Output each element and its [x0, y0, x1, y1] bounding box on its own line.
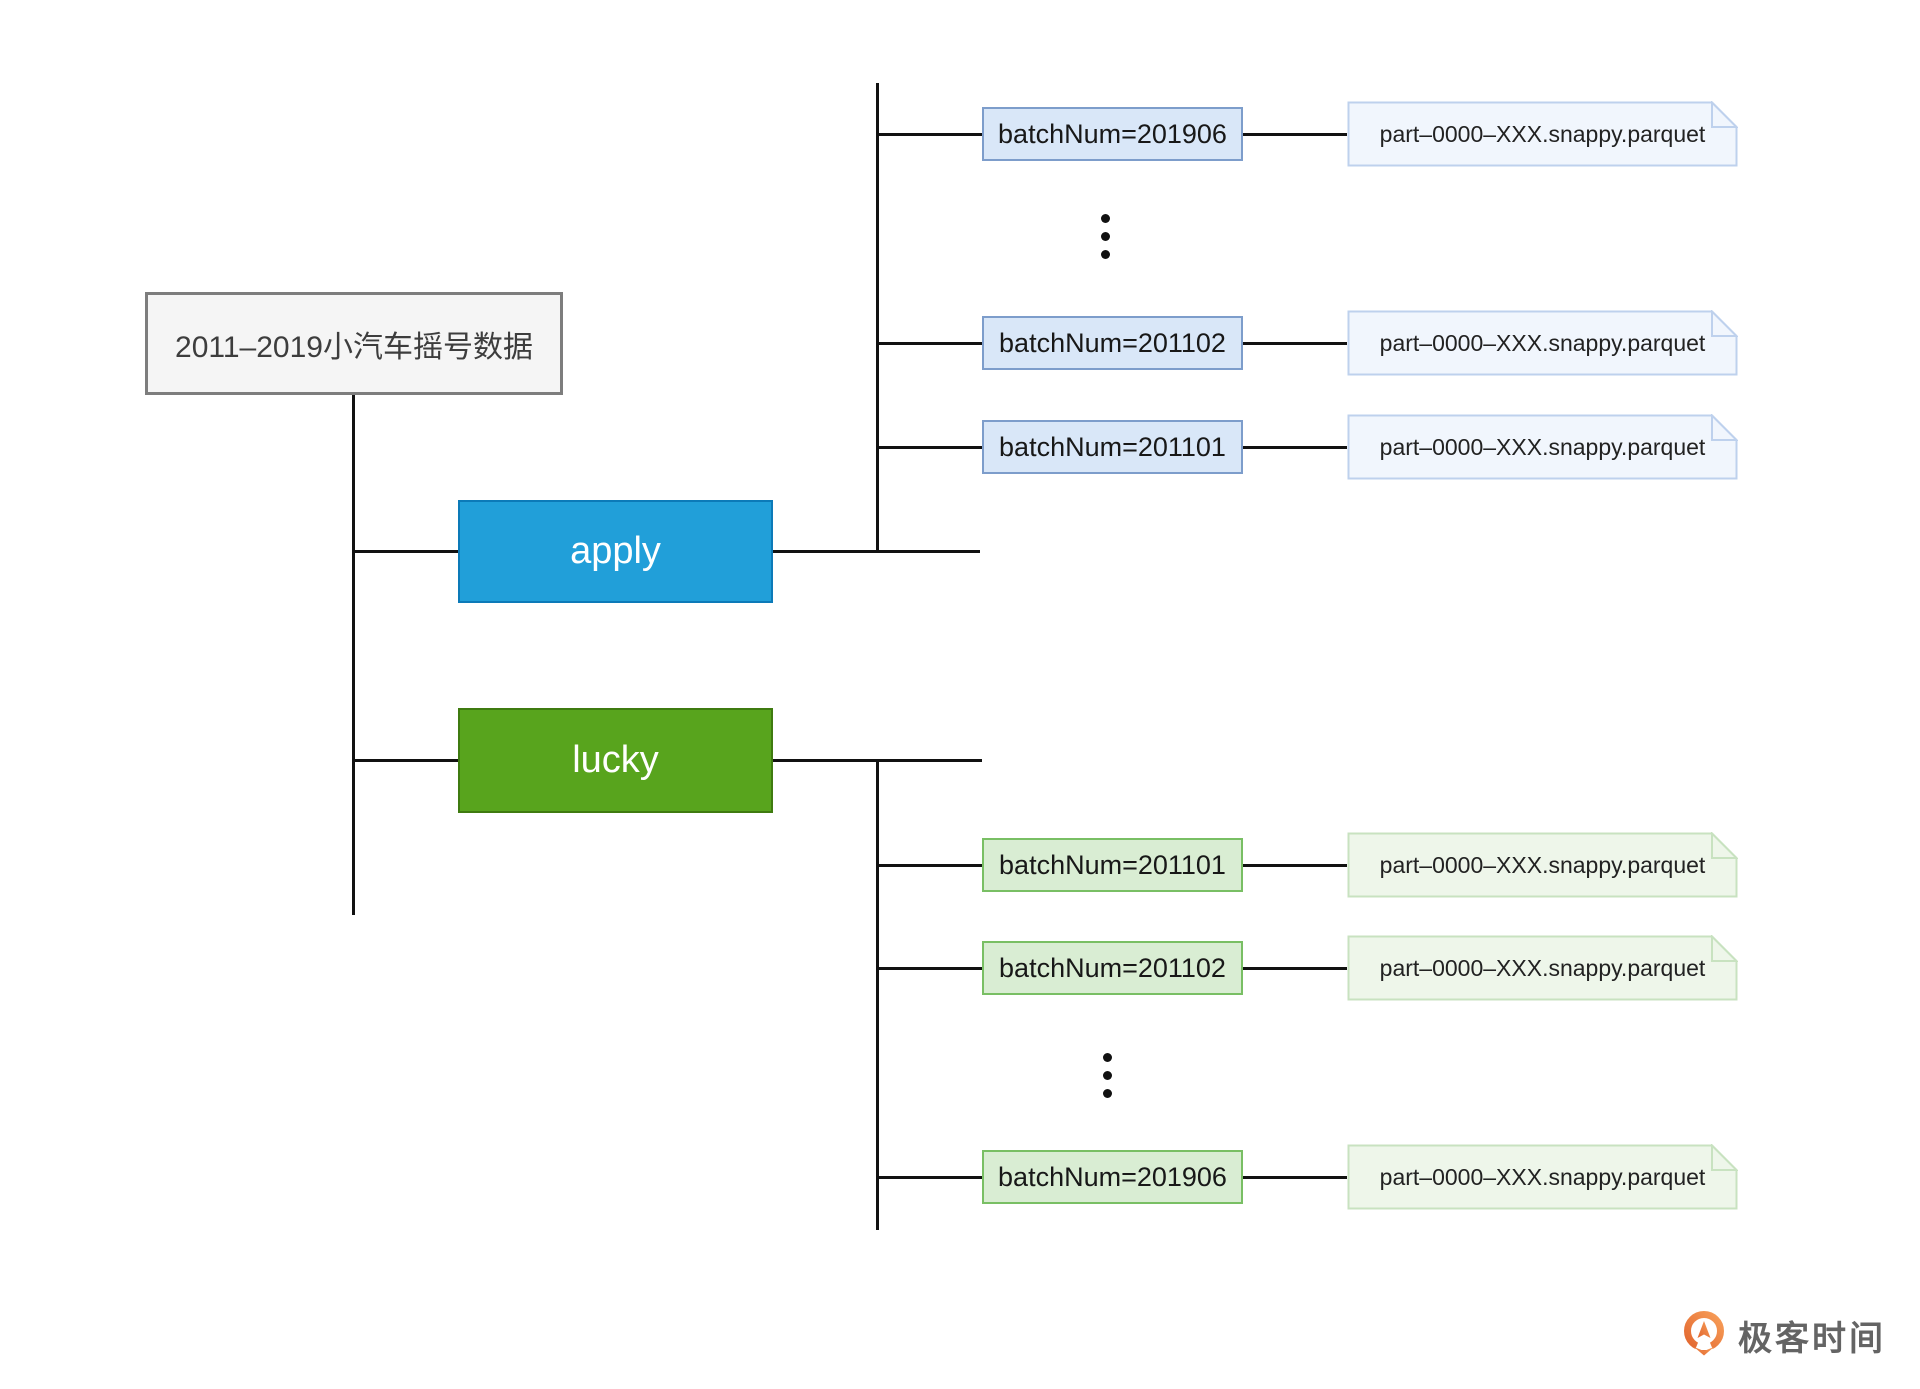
geektime-brand: 极客时间: [1680, 1310, 1886, 1360]
apply-parquet-file-label: part–0000–XXX.snappy.parquet: [1379, 120, 1706, 147]
apply-batch-label: batchNum=201102: [999, 327, 1226, 358]
document-shape-icon: [1347, 935, 1738, 1001]
apply-batch-label: batchNum=201101: [999, 431, 1226, 462]
root-node-label: 2011–2019小汽车摇号数据: [175, 330, 533, 364]
apply-parquet-file-node: part–0000–XXX.snappy.parquet: [1347, 101, 1738, 167]
document-shape-icon: [1347, 310, 1738, 376]
apply-row0-file-connector: [1243, 133, 1347, 136]
dot-icon: [1101, 232, 1110, 241]
root-to-lucky-line: [353, 759, 459, 762]
lucky-row1-file-connector: [1242, 967, 1347, 970]
apply-batch-node: batchNum=201101: [982, 420, 1243, 474]
lucky-omitted-rows-ellipsis: [1103, 1053, 1112, 1098]
lucky-batch-label: batchNum=201101: [999, 849, 1226, 880]
document-shape-icon: [1347, 1144, 1738, 1210]
lucky-parquet-file-label: part–0000–XXX.snappy.parquet: [1379, 851, 1706, 878]
dot-icon: [1103, 1071, 1112, 1080]
apply-row2-connector: [879, 446, 982, 449]
apply-batch-node: batchNum=201102: [982, 316, 1243, 370]
branch-lucky-node: lucky: [458, 708, 773, 813]
document-shape-icon: [1347, 414, 1738, 480]
dot-icon: [1101, 214, 1110, 223]
apply-parquet-file-label: part–0000–XXX.snappy.parquet: [1379, 329, 1706, 356]
lucky-batch-node: batchNum=201906: [982, 1150, 1243, 1204]
branch-apply-label: apply: [570, 530, 661, 572]
lucky-row1-connector: [879, 967, 982, 970]
geektime-logo-icon: [1684, 1311, 1724, 1356]
lucky-parquet-file-node: part–0000–XXX.snappy.parquet: [1347, 935, 1738, 1001]
root-trunk-line: [352, 395, 355, 915]
apply-batch-node: batchNum=201906: [982, 107, 1243, 161]
dot-icon: [1103, 1089, 1112, 1098]
lucky-batch-label: batchNum=201102: [999, 952, 1226, 983]
lucky-batch-label: batchNum=201906: [998, 1161, 1227, 1192]
root-to-apply-line: [353, 550, 459, 553]
geektime-logo-text: 极客时间: [1738, 1319, 1886, 1358]
lucky-row2-connector: [879, 1176, 982, 1179]
apply-row0-connector: [879, 133, 982, 136]
lucky-parquet-file-label: part–0000–XXX.snappy.parquet: [1379, 1163, 1706, 1190]
document-shape-icon: [1347, 832, 1738, 898]
branch-lucky-label: lucky: [572, 739, 659, 781]
apply-row2-file-connector: [1243, 446, 1347, 449]
document-shape-icon: [1347, 101, 1738, 167]
lucky-batch-node: batchNum=201102: [982, 941, 1243, 995]
branch-apply-node: apply: [458, 500, 773, 603]
root-node: 2011–2019小汽车摇号数据: [145, 292, 563, 395]
lucky-parquet-file-node: part–0000–XXX.snappy.parquet: [1347, 832, 1738, 898]
lucky-row0-file-connector: [1242, 864, 1347, 867]
apply-parquet-file-node: part–0000–XXX.snappy.parquet: [1347, 310, 1738, 376]
dot-icon: [1103, 1053, 1112, 1062]
apply-row1-file-connector: [1243, 342, 1347, 345]
lucky-parquet-file-node: part–0000–XXX.snappy.parquet: [1347, 1144, 1738, 1210]
lucky-row2-file-connector: [1242, 1176, 1347, 1179]
lucky-row0-connector: [879, 864, 982, 867]
apply-batch-label: batchNum=201906: [998, 118, 1227, 149]
lucky-trunk-line: [876, 759, 879, 1230]
apply-trunk-line: [876, 83, 879, 553]
apply-omitted-rows-ellipsis: [1101, 214, 1110, 259]
apply-row1-connector: [879, 342, 982, 345]
apply-parquet-file-label: part–0000–XXX.snappy.parquet: [1379, 433, 1706, 460]
lucky-parquet-file-label: part–0000–XXX.snappy.parquet: [1379, 954, 1706, 981]
apply-parquet-file-node: part–0000–XXX.snappy.parquet: [1347, 414, 1738, 480]
dot-icon: [1101, 250, 1110, 259]
lucky-batch-node: batchNum=201101: [982, 838, 1243, 892]
